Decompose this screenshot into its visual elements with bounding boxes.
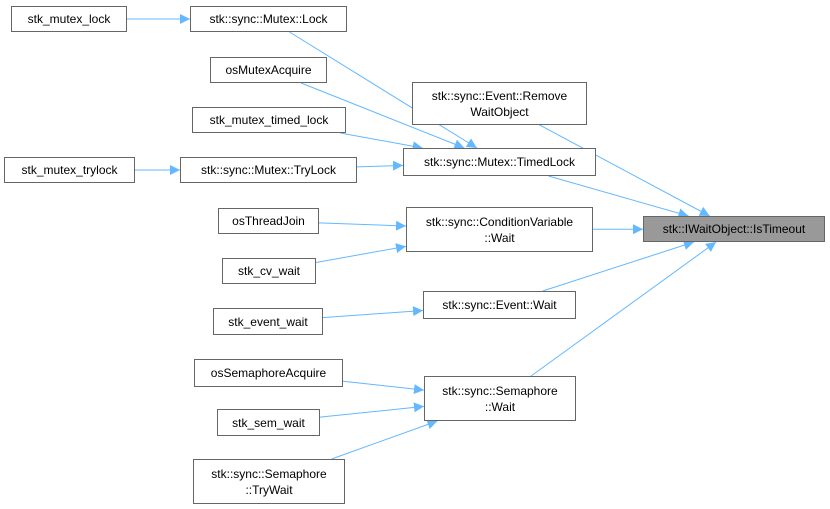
- edge-stk_sem_wait-to-semaphore_wait: [319, 402, 425, 418]
- node-stk-mutex-trylock[interactable]: stk_mutex_trylock: [4, 157, 135, 183]
- node-condition-variable-wait[interactable]: stk::sync::ConditionVariable ::Wait: [406, 207, 593, 252]
- edge-mutex_lock-to-mutex_timedlock: [289, 31, 478, 149]
- node-label: stk_sem_wait: [232, 415, 305, 430]
- node-stk-mutex-lock[interactable]: stk_mutex_lock: [11, 6, 127, 32]
- edge-mutex_trylock-to-mutex_timedlock: [356, 160, 404, 171]
- node-label: stk::sync::Event::Wait: [442, 298, 557, 312]
- node-label: stk_mutex_timed_lock: [209, 113, 329, 127]
- edge-event_remove_wait_object-to-iwaitobject_istimeout: [539, 124, 710, 217]
- edge-semaphore_wait-to-iwaitobject_istimeout: [530, 241, 717, 377]
- node-os-mutex-acquire[interactable]: osMutexAcquire: [210, 57, 327, 83]
- node-label: stk::sync::Semaphore ::Wait: [442, 383, 558, 414]
- node-label: stk::sync::Semaphore ::TryWait: [211, 466, 327, 497]
- edge-semaphore_trywait-to-semaphore_wait: [331, 419, 438, 460]
- node-label: osMutexAcquire: [225, 63, 312, 77]
- node-stk-sem-wait[interactable]: stk_sem_wait: [217, 409, 320, 436]
- node-label: osThreadJoin: [232, 214, 305, 228]
- node-os-thread-join[interactable]: osThreadJoin: [218, 208, 319, 234]
- edge-stk_cv_wait-to-condvar_wait: [315, 243, 407, 264]
- node-mutex-trylock[interactable]: stk::sync::Mutex::TryLock: [180, 157, 357, 183]
- node-stk-event-wait[interactable]: stk_event_wait: [213, 308, 323, 335]
- edge-os_semaphore_acquire-to-semaphore_wait: [342, 380, 425, 395]
- node-mutex-timedlock[interactable]: stk::sync::Mutex::TimedLock: [403, 148, 596, 176]
- node-stk-mutex-timed-lock[interactable]: stk_mutex_timed_lock: [192, 107, 346, 133]
- node-semaphore-wait[interactable]: stk::sync::Semaphore ::Wait: [424, 376, 576, 421]
- node-label: stk_event_wait: [228, 314, 308, 329]
- node-stk-cv-wait[interactable]: stk_cv_wait: [222, 258, 316, 284]
- node-os-semaphore-acquire[interactable]: osSemaphoreAcquire: [194, 359, 343, 387]
- node-event-remove-wait-object[interactable]: stk::sync::Event::Remove WaitObject: [412, 82, 587, 125]
- edge-stk_event_wait-to-event_wait: [322, 306, 424, 319]
- node-label: stk::sync::ConditionVariable ::Wait: [425, 214, 574, 245]
- node-label: stk::sync::Mutex::Lock: [209, 12, 328, 26]
- node-label: stk::sync::Mutex::TimedLock: [424, 155, 575, 169]
- edge-stk_mutex_timed_lock-to-mutex_timedlock: [340, 132, 423, 152]
- node-label: stk::sync::Event::Remove WaitObject: [431, 88, 568, 119]
- node-mutex-lock[interactable]: stk::sync::Mutex::Lock: [190, 6, 347, 32]
- node-label: stk_mutex_trylock: [21, 163, 118, 177]
- node-event-wait[interactable]: stk::sync::Event::Wait: [423, 291, 576, 319]
- edge-os_mutex_acquire-to-mutex_timedlock: [300, 82, 465, 149]
- edge-event_wait-to-iwaitobject_istimeout: [542, 240, 695, 292]
- node-label: stk_mutex_lock: [27, 12, 111, 26]
- node-label: stk::IWaitObject::IsTimeout: [662, 222, 806, 236]
- node-label: osSemaphoreAcquire: [210, 366, 327, 380]
- edge-mutex_timedlock-to-iwaitobject_istimeout: [548, 175, 689, 219]
- node-semaphore-trywait[interactable]: stk::sync::Semaphore ::TryWait: [193, 459, 345, 504]
- node-label: stk_cv_wait: [237, 264, 301, 278]
- edge-os_thread_join-to-condvar_wait: [318, 220, 407, 231]
- node-label: stk::sync::Mutex::TryLock: [201, 163, 336, 177]
- node-iwaitobject-istimeout: stk::IWaitObject::IsTimeout: [643, 216, 825, 242]
